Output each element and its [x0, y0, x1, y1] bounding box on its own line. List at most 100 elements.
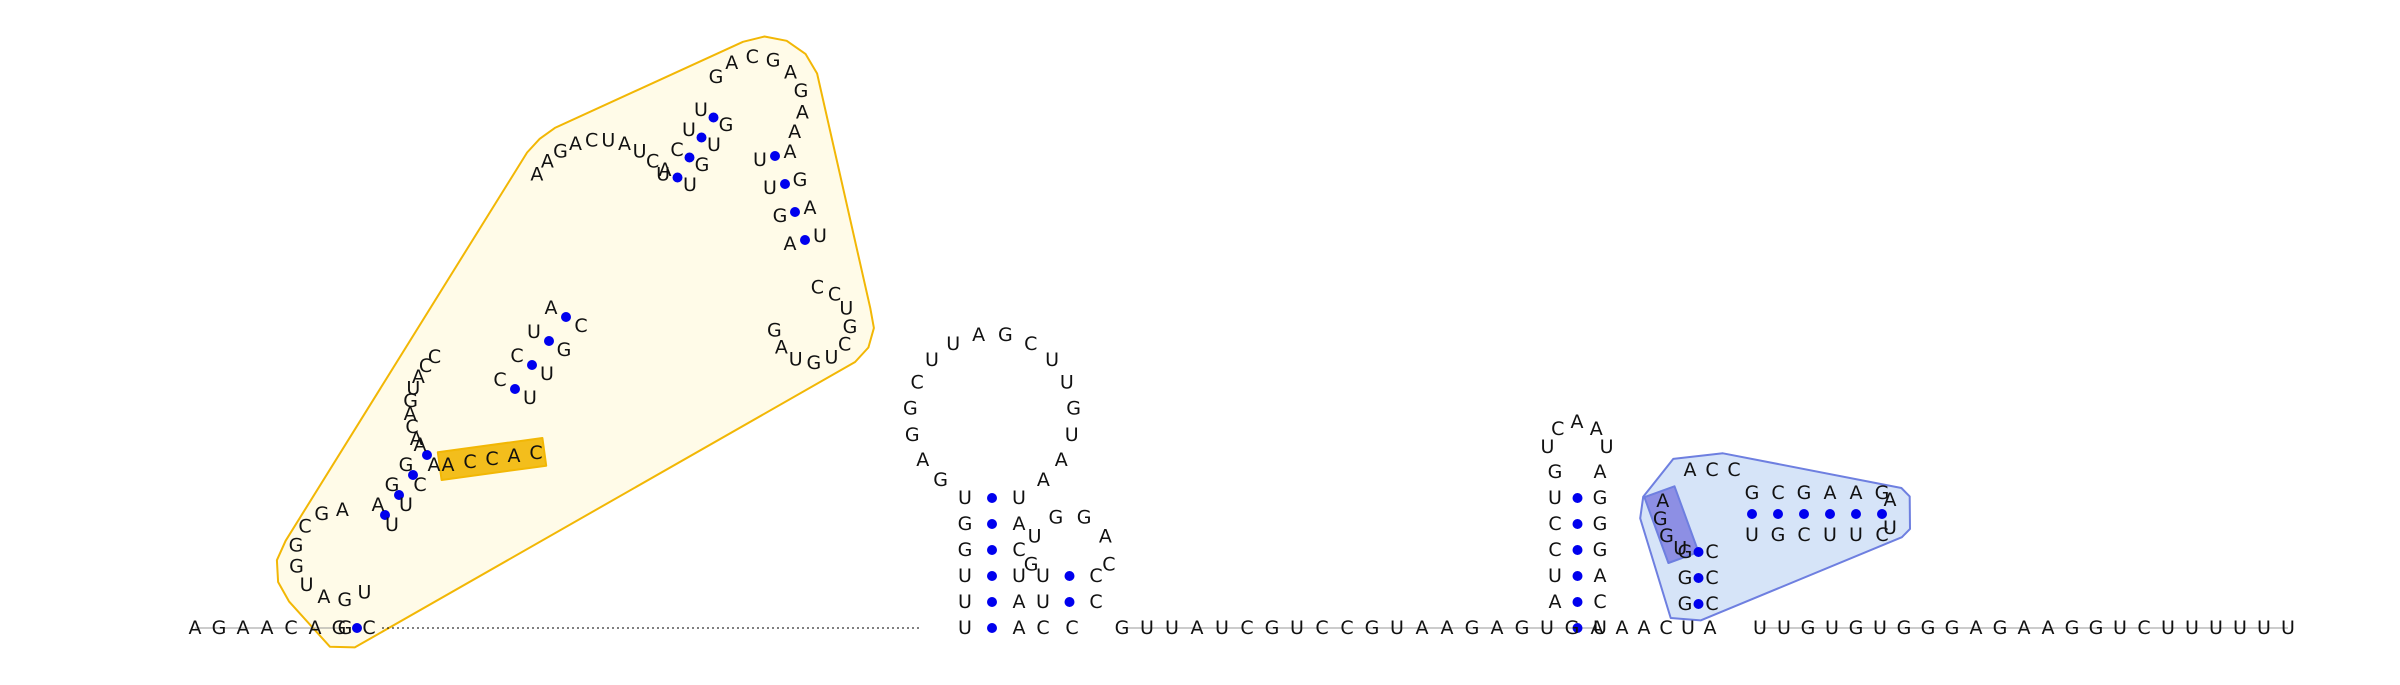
- loop-nucleotide: U: [1060, 371, 1074, 393]
- loop-nucleotide: A: [412, 366, 425, 388]
- stem-nucleotide: U: [385, 514, 399, 536]
- loop-nucleotide: U: [656, 163, 670, 185]
- backbone-nucleotide: U: [1165, 617, 1179, 639]
- backbone-nucleotide: A: [1441, 617, 1454, 639]
- yellow-domain-outline: [275, 35, 875, 649]
- stem-nucleotide: C: [574, 315, 587, 337]
- stem-nucleotide: C: [1012, 539, 1025, 561]
- backbone-nucleotide: G: [1945, 617, 1960, 639]
- stem-nucleotide: U: [399, 494, 413, 516]
- backbone-nucleotide: G: [1921, 617, 1936, 639]
- stem-nucleotide: G: [1875, 482, 1890, 504]
- base-pair-dot: [1572, 493, 1583, 503]
- backbone-nucleotide: A: [1704, 617, 1717, 639]
- backbone-nucleotide: C: [284, 617, 297, 639]
- loop-nucleotide: A: [725, 52, 738, 74]
- shaded-nucleotide: G: [1653, 508, 1668, 530]
- backbone-nucleotide: U: [1390, 617, 1404, 639]
- base-pair-dot: [1572, 545, 1583, 555]
- loop-nucleotide: U: [358, 582, 372, 604]
- base-pair-dot: [1064, 571, 1075, 581]
- backbone-nucleotide: U: [1777, 617, 1791, 639]
- base-pair-dot: [352, 623, 362, 633]
- loop-nucleotide: A: [784, 62, 797, 84]
- stem-nucleotide: G: [1593, 487, 1608, 509]
- domain-highlights: [275, 35, 1911, 649]
- stem-nucleotide: C: [1705, 567, 1718, 589]
- stem-nucleotide: C: [670, 139, 683, 161]
- loop-nucleotide: G: [766, 50, 781, 72]
- stem-nucleotide: C: [1705, 541, 1718, 563]
- base-pair-dot: [1877, 509, 1887, 519]
- highlighted-nucleotide: A: [508, 445, 521, 467]
- backbone-nucleotide: G: [1465, 617, 1480, 639]
- stem-nucleotide: A: [1013, 617, 1026, 639]
- stem-nucleotide: U: [683, 174, 697, 196]
- stem-nucleotide: C: [413, 474, 426, 496]
- base-pair-dots: [352, 112, 1887, 633]
- stem-nucleotide: U: [958, 565, 972, 587]
- base-pair-dot: [1693, 599, 1704, 609]
- stem-nucleotide: G: [773, 205, 788, 227]
- loop-nucleotide: A: [317, 586, 330, 608]
- stem-nucleotide: G: [958, 513, 973, 535]
- stem-nucleotide: U: [1548, 565, 1562, 587]
- loop-nucleotide: A: [569, 133, 582, 155]
- loop-nucleotide: G: [903, 397, 918, 419]
- backbone-nucleotide: U: [1593, 617, 1607, 639]
- stem-nucleotide: G: [1678, 593, 1693, 615]
- loop-nucleotide: A: [775, 337, 788, 359]
- highlighted-nucleotide: C: [463, 451, 476, 473]
- backbone-nucleotide: U: [2233, 617, 2247, 639]
- base-pair-dot: [380, 510, 390, 520]
- loop-nucleotide: A: [1590, 418, 1603, 440]
- stem-nucleotide: C: [493, 369, 506, 391]
- loop-nucleotide: U: [946, 333, 960, 355]
- stem-nucleotide: U: [958, 617, 972, 639]
- stem-nucleotide: G: [695, 154, 710, 176]
- stem-nucleotide: C: [1089, 591, 1102, 613]
- base-pair-dot: [561, 312, 571, 322]
- backbone-nucleotide: U: [1873, 617, 1887, 639]
- stem-nucleotide: C: [1875, 524, 1888, 546]
- base-pair-dot: [708, 112, 719, 123]
- loop-nucleotide: C: [828, 283, 841, 305]
- stem-nucleotide: U: [1036, 591, 1050, 613]
- loop-nucleotide: G: [289, 556, 304, 578]
- backbone-nucleotide: A: [261, 617, 274, 639]
- loop-nucleotide: C: [419, 355, 432, 377]
- stem-nucleotide: A: [414, 434, 427, 456]
- loop-nucleotide: A: [618, 133, 631, 155]
- backbone-nucleotide: U: [2281, 617, 2295, 639]
- loop-nucleotide: U: [1045, 349, 1059, 371]
- loop-nucleotide: C: [1551, 418, 1564, 440]
- backbone-nucleotide: A: [1191, 617, 1204, 639]
- stem-nucleotide: U: [1548, 487, 1562, 509]
- backbone-nucleotide: C: [1240, 617, 1253, 639]
- loop-nucleotide: G: [337, 589, 352, 611]
- loop-nucleotide: A: [1099, 525, 1112, 547]
- stem-nucleotide: C: [1771, 482, 1784, 504]
- backbone-nucleotide: A: [1638, 617, 1651, 639]
- base-pair-dot: [1572, 623, 1583, 633]
- stem-nucleotide: A: [428, 454, 441, 476]
- loop-nucleotide: U: [633, 140, 647, 162]
- base-pair-dot: [987, 623, 997, 633]
- backbone-nucleotide: G: [1115, 617, 1130, 639]
- stem-nucleotide: G: [557, 339, 572, 361]
- loop-nucleotide: C: [646, 151, 659, 173]
- closing-pair-nucleotide: C: [362, 617, 375, 639]
- backbone-nucleotide: A: [189, 617, 202, 639]
- stem-nucleotide: C: [1548, 513, 1561, 535]
- base-pair-dot: [527, 360, 537, 370]
- shaded-segment: [1643, 485, 1700, 564]
- loop-nucleotide: G: [998, 324, 1013, 346]
- stem-nucleotide: G: [385, 474, 400, 496]
- loop-nucleotide: G: [1024, 553, 1039, 575]
- base-pair-dot: [408, 470, 418, 480]
- loop-nucleotide: A: [530, 163, 543, 185]
- stem-nucleotide: C: [1797, 524, 1810, 546]
- stem-nucleotide: U: [763, 177, 777, 199]
- stem-nucleotide: A: [372, 494, 385, 516]
